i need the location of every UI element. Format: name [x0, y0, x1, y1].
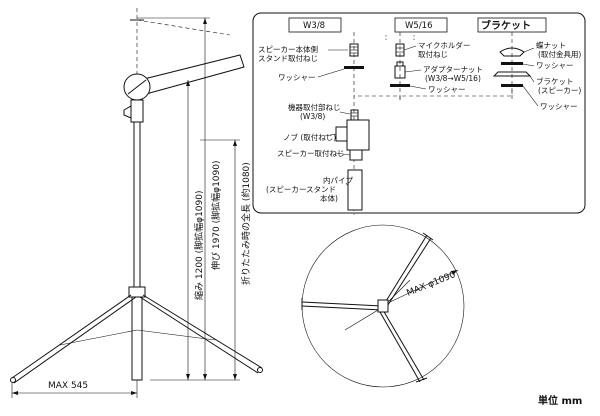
svg-text:スタンド取付ねじ: スタンド取付ねじ	[258, 53, 318, 63]
svg-text:ブラケット: ブラケット	[536, 76, 574, 86]
leg-hub	[128, 286, 146, 298]
svg-text:(取付金具用): (取付金具用)	[538, 49, 581, 59]
inner-pipe	[133, 121, 141, 291]
svg-text:マイクホルダー: マイクホルダー	[418, 40, 470, 50]
height-dimensions: 縮み 1200 (脚拡幅φ1090) 伸び 1970 (脚拡幅φ1090) 折り…	[137, 17, 252, 381]
dim-max-diameter: MAX φ1090	[405, 270, 457, 299]
dim-min-height: 縮み 1200 (脚拡幅φ1090)	[193, 191, 205, 301]
svg-text:(スピーカースタンド: (スピーカースタンド	[266, 185, 336, 194]
header-w38: W3/8	[303, 21, 325, 31]
svg-text:本体): 本体)	[320, 193, 338, 203]
svg-text:ワッシャー: ワッシャー	[428, 85, 466, 94]
leg-top-view: MAX φ1090	[301, 224, 465, 388]
knob-icon	[123, 105, 132, 119]
bracket-arm	[139, 54, 245, 95]
svg-text:スピーカー取付ねじ: スピーカー取付ねじ	[277, 148, 345, 158]
header-w516: W5/16	[405, 21, 433, 31]
leg-hub-top	[377, 299, 389, 313]
header-bracket: ブラケット	[481, 19, 531, 32]
dim-folded-length: 折りたたみ時の全長 (約1080)	[240, 162, 252, 285]
svg-text:ワッシャー: ワッシャー	[536, 61, 574, 70]
unit-label: 単位 mm	[538, 394, 582, 407]
svg-text:ノブ (取付ねじ): ノブ (取付ねじ)	[283, 132, 336, 142]
stand-side-view: MAX 545 縮み 1200 (脚拡幅φ1090) 伸び 1970 (脚拡幅φ…	[10, 8, 263, 398]
svg-text:取付ねじ: 取付ねじ	[418, 49, 448, 59]
knob-screw-icon	[335, 126, 348, 142]
svg-text:アダプターナット: アダプターナット	[423, 64, 483, 74]
wing-nut-icon	[499, 47, 525, 57]
svg-text:(W3/8→W5/16): (W3/8→W5/16)	[425, 74, 481, 83]
leg-right	[142, 294, 263, 369]
mount-block	[130, 99, 144, 123]
washer-icon	[344, 66, 364, 69]
outer-pipe	[131, 289, 143, 381]
svg-text:機器取付部ねじ: 機器取付部ねじ	[288, 102, 341, 112]
detail-panel: W3/8 W5/16 ブラケット スピーカー本体側 スタンド取付ねじ ワッシャー…	[252, 12, 586, 215]
svg-text:蝶ナット: 蝶ナット	[536, 40, 566, 50]
dim-max-height: 伸び 1970 (脚拡幅φ1090)	[210, 161, 222, 271]
svg-text:ワッシャー: ワッシャー	[540, 102, 578, 111]
svg-text:ワッシャー: ワッシャー	[278, 73, 316, 82]
svg-text:内パイプ: 内パイプ	[323, 175, 353, 185]
svg-text:(W3/8): (W3/8)	[300, 112, 325, 121]
leg-left	[11, 294, 132, 379]
dim-max-width: MAX 545	[48, 381, 88, 391]
inner-pipe-detail	[347, 169, 363, 211]
svg-text:(スピーカー): (スピーカー)	[538, 86, 581, 95]
mount-head	[346, 119, 370, 151]
svg-text:スピーカー本体側: スピーカー本体側	[258, 44, 318, 54]
